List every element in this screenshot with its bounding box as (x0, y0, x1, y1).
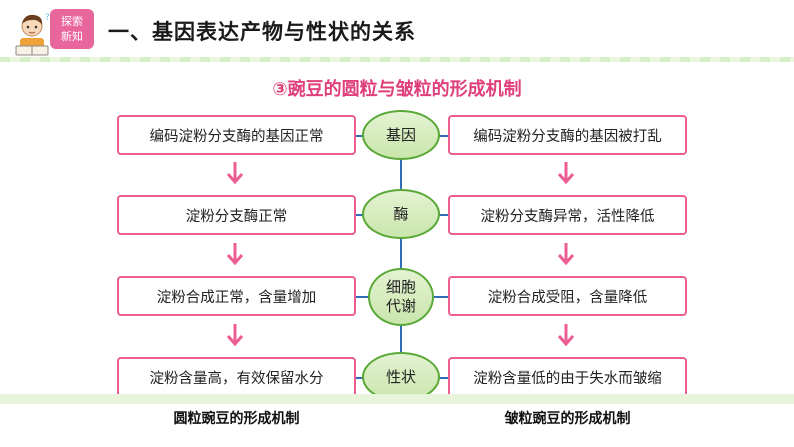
right-arrow-down-icon-1 (557, 162, 575, 185)
left-arrow-down-icon-1 (226, 162, 244, 185)
right-box-1: 编码淀粉分支酶的基因被打乱 (448, 115, 687, 155)
right-arrow-down-icon-2 (557, 243, 575, 266)
svg-text:?: ? (45, 13, 50, 23)
right-box-4: 淀粉含量低的由于失水而皱缩 (448, 357, 687, 397)
right-arrow-down-icon-3 (557, 324, 575, 347)
oval-gene-label: 基因 (385, 125, 416, 144)
oval-metabolism-line-2: 代谢 (385, 297, 416, 315)
left-box-4: 淀粉含量高，有效保留水分 (117, 357, 356, 397)
right-box-2: 淀粉分支酶异常，活性降低 (448, 195, 687, 235)
right-caption: 皱粒豌豆的形成机制 (504, 411, 631, 427)
left-box-2: 淀粉分支酶正常 (117, 195, 356, 235)
oval-trait: 性状 (362, 352, 440, 402)
diagram-subtitle: ③豌豆的圆粒与皱粒的形成机制 (272, 79, 522, 100)
oval-gene: 基因 (362, 110, 440, 160)
left-caption: 圆粒豌豆的形成机制 (173, 411, 300, 427)
section-logo: ? 探索 新知 (6, 6, 104, 56)
left-box-3: 淀粉合成正常，含量增加 (117, 276, 356, 316)
oval-enzyme: 酶 (362, 189, 440, 239)
student-reading-icon: ? (15, 13, 50, 56)
oval-metabolism: 细胞 代谢 (368, 268, 434, 326)
explore-badge: 探索 新知 (50, 9, 94, 49)
left-box-1: 编码淀粉分支酶的基因正常 (117, 115, 356, 155)
oval-trait-label: 性状 (385, 367, 416, 386)
header-divider (0, 57, 794, 62)
center-vertical-connector (400, 150, 402, 370)
oval-enzyme-label: 酶 (393, 204, 409, 223)
badge-line-2: 新知 (61, 30, 83, 43)
right-box-3: 淀粉合成受阻，含量降低 (448, 276, 687, 316)
left-arrow-down-icon-3 (226, 324, 244, 347)
bottom-band (0, 394, 794, 404)
badge-line-1: 探索 (61, 15, 83, 28)
page-title: 一、基因表达产物与性状的关系 (108, 20, 416, 44)
left-arrow-down-icon-2 (226, 243, 244, 266)
oval-metabolism-line-1: 细胞 (385, 278, 416, 296)
